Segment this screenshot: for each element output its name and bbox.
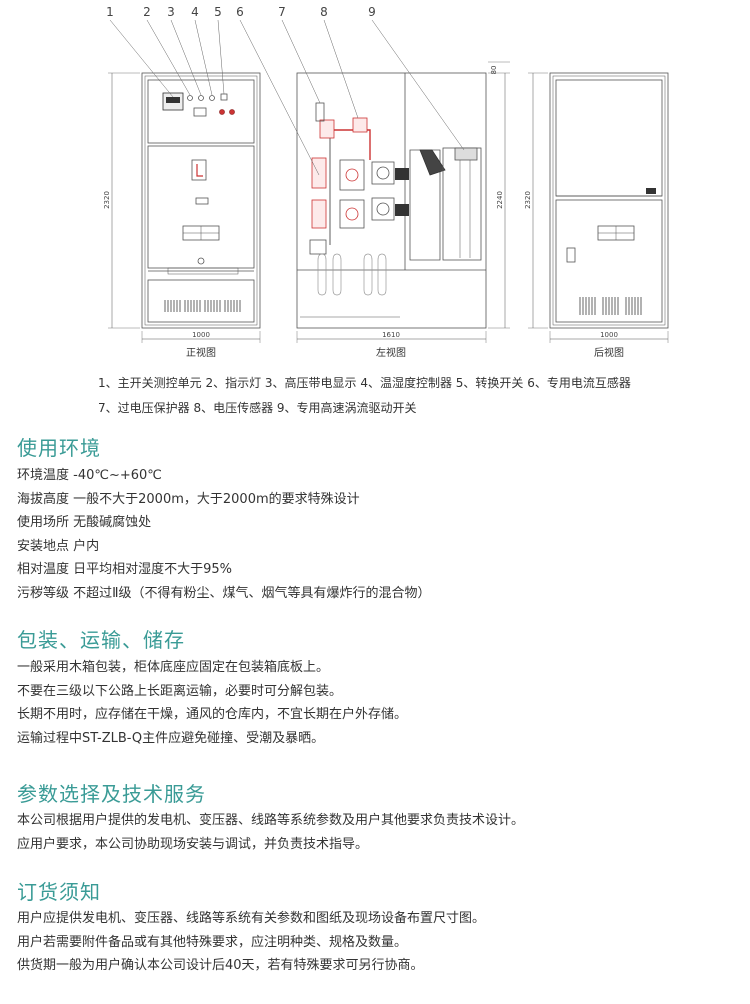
env-line: 使用场所 无酸碱腐蚀处: [17, 515, 152, 530]
packaging-line: 长期不用时，应存储在干燥，通风的仓库内，不宜长期在户外存储。: [17, 707, 408, 722]
cabinet-technical-drawing: 1 2 3 4 5 6 7 8 9 1000 2320 1610 2240 80…: [103, 5, 669, 359]
side-height-dim: 2240: [496, 191, 504, 209]
callout-5: 5: [214, 5, 222, 19]
callout-4: 4: [191, 5, 199, 19]
side-width-dim: 1610: [382, 331, 400, 339]
section-title-ordering: 订货须知: [17, 880, 101, 904]
env-line: 相对温度 日平均相对湿度不大于95%: [17, 562, 233, 577]
front-view: [108, 72, 261, 343]
ordering-line: 用户若需要附件备品或有其他特殊要求，应注明种类、规格及数量。: [17, 934, 408, 950]
callout-9: 9: [368, 5, 376, 19]
callout-1: 1: [106, 5, 114, 19]
tech-service-line: 本公司根据用户提供的发电机、变压器、线路等系统参数及用户其他要求负责技术设计。: [17, 813, 525, 828]
ordering-line: 供货期一般为用户确认本公司设计后40天，若有特殊要求可另行协商。: [17, 958, 424, 973]
section-body-tech-service: 本公司根据用户提供的发电机、变压器、线路等系统参数及用户其他要求负责技术设计。 …: [17, 809, 524, 856]
env-line: 安装地点 户内: [17, 538, 100, 554]
tech-service-line: 应用户要求，本公司协助现场安装与调试，并负责技术指导。: [17, 836, 369, 852]
section-title-environment: 使用环境: [17, 436, 101, 460]
front-height-dim: 2320: [103, 191, 111, 209]
parts-legend-line-2: 7、过电压保护器 8、电压传感器 9、专用高速涡流驱动开关: [98, 401, 417, 415]
ordering-line: 用户应提供发电机、变压器、线路等系统有关参数和图纸及现场设备布置尺寸图。: [17, 911, 486, 926]
section-body-environment: 环境温度 -40℃~+60℃ 海拔高度 一般不大于2000m，大于2000m的要…: [17, 464, 431, 605]
rear-view-label: 后视图: [594, 346, 624, 359]
side-view: [296, 61, 510, 343]
leader-lines: [109, 19, 465, 176]
callout-2: 2: [143, 5, 151, 19]
packaging-line: 不要在三级以下公路上长距离运输，必要时可分解包装。: [17, 683, 343, 699]
rear-view: [528, 72, 669, 343]
env-line: 海拔高度 一般不大于2000m，大于2000m的要求特殊设计: [17, 491, 360, 507]
packaging-line: 一般采用木箱包装，柜体底座应固定在包装箱底板上。: [17, 660, 330, 675]
rear-height-dim: 2320: [524, 191, 532, 209]
section-body-ordering: 用户应提供发电机、变压器、线路等系统有关参数和图纸及现场设备布置尺寸图。 用户若…: [17, 907, 485, 978]
env-line: 环境温度 -40℃~+60℃: [17, 468, 162, 483]
packaging-line: 运输过程中ST-ZLB-Q主件应避免碰撞、受潮及暴晒。: [17, 730, 325, 746]
parts-legend-line-1: 1、主开关测控单元 2、指示灯 3、高压带电显示 4、温湿度控制器 5、转换开关…: [98, 376, 631, 390]
section-title-tech-service: 参数选择及技术服务: [17, 782, 206, 806]
callout-7: 7: [278, 5, 286, 19]
rear-width-dim: 1000: [600, 331, 618, 339]
front-view-label: 正视图: [186, 346, 216, 359]
section-body-packaging: 一般采用木箱包装，柜体底座应固定在包装箱底板上。 不要在三级以下公路上长距离运输…: [17, 656, 407, 750]
side-top-dim: 80: [490, 66, 498, 75]
side-view-label: 左视图: [376, 346, 406, 359]
callout-6: 6: [236, 5, 244, 19]
front-width-dim: 1000: [192, 331, 210, 339]
section-title-packaging: 包装、运输、储存: [17, 628, 185, 652]
env-line: 污秽等级 不超过Ⅱ级（不得有粉尘、煤气、烟气等具有爆炸行的混合物）: [17, 585, 431, 601]
callout-3: 3: [167, 5, 175, 19]
callout-8: 8: [320, 5, 328, 19]
